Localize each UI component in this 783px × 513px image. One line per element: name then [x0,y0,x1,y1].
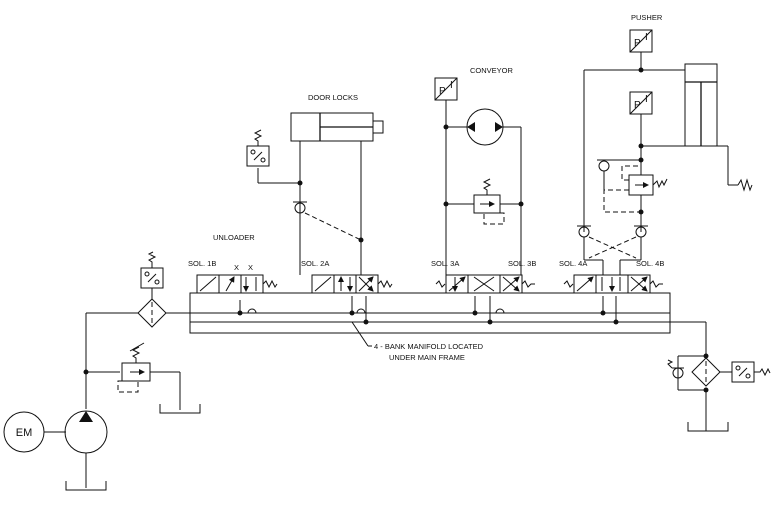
svg-text:P: P [634,38,641,49]
label-sol-4a: SOL. 4A [559,259,587,268]
valve-unloader: X X [196,263,278,294]
svg-text:I: I [645,32,648,43]
svg-text:I: I [450,80,453,91]
svg-text:P: P [634,100,641,111]
label-manifold-2: UNDER MAIN FRAME [389,353,465,362]
filter-left [137,288,167,328]
valve-pusher [563,274,663,294]
door-locks-circuit [257,112,384,275]
label-pusher: PUSHER [631,13,663,22]
filter-right [667,353,732,393]
pusher-circuit: P I P I [577,29,753,275]
manifold [189,292,671,334]
manifold-callout [351,321,372,347]
valve-door-locks [311,274,393,294]
tank-symbols [65,390,729,491]
electric-motor [3,411,45,453]
label-sol-4b: SOL. 4B [636,259,664,268]
label-sol-2a: SOL. 2A [301,259,329,268]
conveyor-circuit: P I [434,77,524,275]
valve-conveyor [435,274,535,294]
svg-text:X: X [248,263,253,272]
label-unloader: UNLOADER [213,233,255,242]
pressure-switch-left [140,251,164,289]
svg-text:X: X [234,263,239,272]
label-door-locks: DOOR LOCKS [308,93,358,102]
label-conveyor: CONVEYOR [470,66,514,75]
motor-label: EM [16,427,33,439]
label-sol-1b: SOL. 1B [188,259,216,268]
pump-assembly: EM [3,410,108,488]
relief-valve-pump [117,342,151,393]
label-manifold-1: 4 - BANK MANIFOLD LOCATED [374,342,484,351]
svg-text:I: I [645,94,648,105]
pressure-switch-right [731,361,771,383]
svg-text:P: P [439,86,446,97]
label-sol-3b: SOL. 3B [508,259,536,268]
pressure-switch-door [246,129,270,167]
label-sol-3a: SOL. 3A [431,259,459,268]
main-lines [83,312,707,410]
